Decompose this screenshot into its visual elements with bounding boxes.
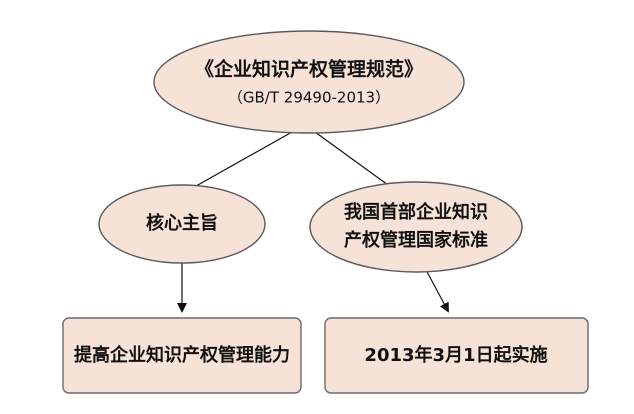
- root-title: 《企业知识产权管理规范》: [195, 58, 423, 81]
- edge-root-to-national-standard: [314, 131, 396, 191]
- edge-root-to-core-aim: [188, 131, 293, 191]
- root-node: 《企业知识产权管理规范》 （GB/T 29490-2013）: [153, 30, 465, 134]
- outcome-box: 提高企业知识产权管理能力: [62, 317, 302, 394]
- date-box: 2013年3月1日起实施: [324, 317, 589, 394]
- date-rect: [324, 317, 589, 394]
- root-ellipse: [153, 30, 465, 134]
- core-aim-node: 核心主旨: [98, 184, 266, 264]
- national-standard-node: 我国首部企业知识 产权管理国家标准: [309, 181, 523, 273]
- core-aim-ellipse: [98, 184, 266, 264]
- outcome-rect: [62, 317, 302, 394]
- national-standard-ellipse: [309, 181, 523, 273]
- date-label: 2013年3月1日起实施: [364, 344, 547, 366]
- arrow-national-standard-to-date: [424, 267, 449, 313]
- root-code: （GB/T 29490-2013）: [228, 89, 390, 107]
- national-standard-line2: 产权管理国家标准: [344, 229, 488, 251]
- outcome-label: 提高企业知识产权管理能力: [74, 344, 290, 366]
- national-standard-line1: 我国首部企业知识: [344, 201, 488, 223]
- core-aim-label: 核心主旨: [146, 212, 218, 234]
